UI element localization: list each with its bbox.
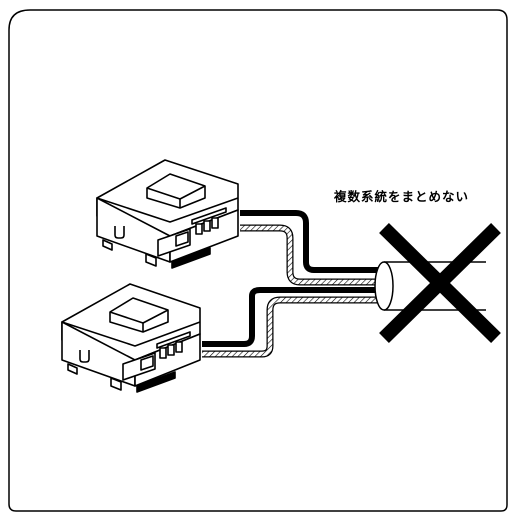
- device-bottom: [61, 283, 201, 393]
- wires-top-device: [240, 210, 384, 286]
- diagram-frame: [8, 9, 508, 512]
- wires-bottom-device: [202, 287, 384, 358]
- cross-mark-icon: [379, 223, 501, 343]
- caption-do-not-bundle: 複数系統をまとめない: [334, 189, 470, 204]
- device-top: [96, 159, 239, 269]
